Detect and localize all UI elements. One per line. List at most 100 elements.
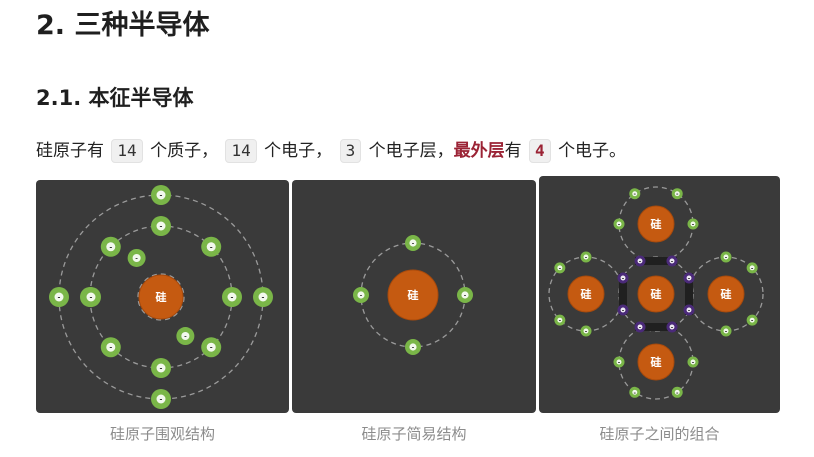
electron-core: [227, 292, 237, 302]
electron-sign: -: [618, 360, 621, 367]
electron-sign: -: [725, 255, 728, 262]
electron-core: [181, 331, 190, 341]
electron-sign: -: [160, 396, 163, 404]
electron-core: [409, 239, 417, 247]
electron-core: [106, 242, 116, 252]
electron-core: [616, 359, 622, 365]
electron-sign: -: [109, 243, 112, 251]
electron-core: [461, 291, 469, 299]
electron-sign: -: [639, 325, 642, 332]
electron-core: [674, 389, 680, 395]
electron-core: [557, 265, 563, 271]
text-part: 个电子层，: [368, 141, 454, 161]
electron-sign: -: [751, 265, 754, 272]
electron-core: [156, 363, 166, 373]
electron-core: [637, 324, 643, 330]
electron-sign: -: [692, 360, 695, 367]
electron-sign: -: [671, 325, 674, 332]
electron-core: [156, 221, 166, 231]
electron-sign: -: [585, 255, 588, 262]
nucleus-label: 硅: [651, 287, 662, 301]
electron-sign: -: [58, 294, 61, 302]
electron-core: [749, 317, 755, 323]
electron-sign: -: [676, 191, 679, 198]
electron-core: [206, 242, 216, 252]
text-part: 个质子，: [150, 141, 219, 161]
covalent-bond: [619, 273, 627, 315]
electron-sign: -: [622, 276, 625, 283]
electron-sign: -: [585, 329, 588, 336]
electron-core: [690, 359, 696, 365]
covalent-bond: [635, 257, 677, 265]
bonding-diagram: 硅硅硅硅硅------------------------: [548, 186, 764, 400]
electron-core: [258, 292, 268, 302]
electron-core: [86, 292, 96, 302]
electron-count: 14: [225, 139, 257, 163]
shell-count: 3: [339, 139, 362, 163]
nucleus: [138, 274, 184, 320]
nucleus: [567, 275, 605, 313]
electron-core: [749, 265, 755, 271]
electron-core: [686, 307, 692, 313]
figure-caption-bonding: 硅原子之间的组合: [599, 425, 720, 443]
figure-simple-structure: 硅----: [292, 180, 536, 413]
electron-core: [54, 292, 64, 302]
electron-sign: -: [639, 259, 642, 266]
electron-sign: -: [618, 222, 621, 229]
section-title: 2. 三种半导体: [36, 10, 210, 41]
outer-electron-count: 4: [529, 139, 551, 163]
subsection-title: 2.1. 本征半导体: [36, 86, 194, 110]
electron-sign: -: [160, 223, 163, 231]
electron-sign: -: [751, 318, 754, 325]
electron-sign: -: [725, 329, 728, 336]
electron-core: [632, 389, 638, 395]
electron-core: [156, 190, 166, 200]
electron-core: [723, 254, 729, 260]
electron-core: [583, 328, 589, 334]
electron-sign: -: [231, 294, 234, 302]
text-part: 有: [504, 141, 522, 161]
electron-sign: -: [360, 293, 363, 300]
electron-core: [674, 191, 680, 197]
electron-core: [206, 342, 216, 352]
electron-core: [409, 343, 417, 351]
electron-core: [583, 254, 589, 260]
electron-core: [357, 291, 365, 299]
nucleus-label: 硅: [581, 287, 592, 301]
electron-sign: -: [90, 294, 93, 302]
electron-core: [632, 191, 638, 197]
nucleus: [387, 269, 439, 321]
electron-sign: -: [559, 265, 562, 272]
electron-core: [156, 394, 166, 404]
figure-caption-simple: 硅原子简易结构: [361, 425, 467, 443]
electron-sign: -: [184, 334, 187, 341]
nucleus-label: 硅: [721, 287, 732, 301]
electron-sign: -: [210, 344, 213, 352]
nucleus-label: 硅: [651, 217, 662, 231]
emphasis-outer-shell: 最外层: [453, 141, 505, 161]
electron-core: [669, 324, 675, 330]
figure-full-structure: 硅---------------: [36, 180, 289, 413]
nucleus: [707, 275, 745, 313]
text-part: 个电子。: [558, 141, 627, 161]
electron-core: [669, 258, 675, 264]
electron-core: [620, 307, 626, 313]
electron-sign: -: [464, 293, 467, 300]
electron-sign: -: [412, 241, 415, 248]
electron-sign: -: [262, 294, 265, 302]
electron-sign: -: [671, 259, 674, 266]
proton-count: 14: [111, 139, 143, 163]
electron-sign: -: [676, 390, 679, 397]
nucleus-label: 硅: [651, 355, 662, 369]
covalent-bond: [635, 323, 677, 331]
electron-core: [616, 221, 622, 227]
electron-sign: -: [634, 390, 637, 397]
electron-core: [557, 317, 563, 323]
electron-core: [106, 342, 116, 352]
text-part: 个电子，: [264, 141, 333, 161]
electron-sign: -: [109, 344, 112, 352]
nucleus: [637, 343, 675, 381]
electron-core: [620, 275, 626, 281]
electron-sign: -: [210, 243, 213, 251]
covalent-bond: [685, 273, 693, 315]
